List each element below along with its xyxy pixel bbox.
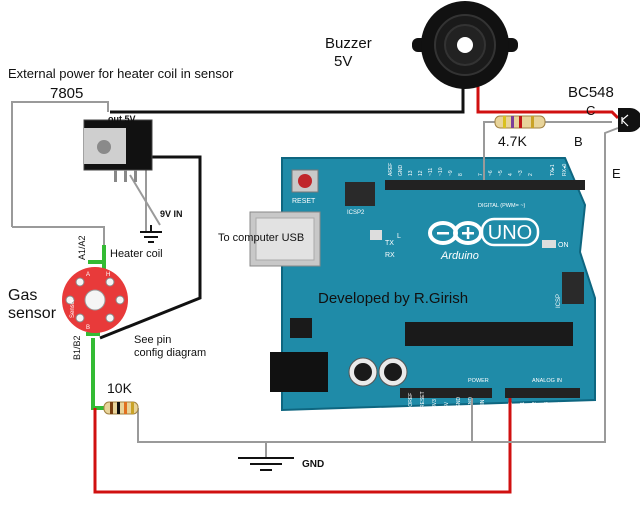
reset-label: RESET xyxy=(292,198,316,205)
buzzer-label: Buzzer xyxy=(325,35,372,52)
capacitor-1 xyxy=(354,363,372,381)
icsp-header xyxy=(562,272,584,304)
svg-text:A1: A1 xyxy=(520,402,526,408)
tx-label: TX xyxy=(385,240,394,247)
reset-button-cap[interactable] xyxy=(298,174,312,188)
nine-v-in-label: 9V IN xyxy=(160,209,183,219)
gas-sensor: Sensor A B H xyxy=(62,267,128,333)
led-l xyxy=(370,230,382,240)
wire-9v-to-sensor xyxy=(99,155,202,340)
see-pin-label-line1: See pin xyxy=(134,334,171,346)
svg-text:~3: ~3 xyxy=(518,170,524,176)
svg-text:13: 13 xyxy=(408,170,414,176)
svg-text:VIN: VIN xyxy=(480,399,486,408)
svg-text:3V3: 3V3 xyxy=(432,399,438,408)
svg-text:5V: 5V xyxy=(444,401,450,408)
analog-header xyxy=(505,388,580,398)
svg-text:AREF: AREF xyxy=(388,163,394,176)
rx-label: RX xyxy=(385,252,395,259)
gas-sensor-label-line2: sensor xyxy=(8,305,57,322)
transistor-label: BC548 xyxy=(568,84,614,101)
buzzer-icon xyxy=(412,1,518,89)
out5v-label: out 5V xyxy=(108,114,136,124)
svg-text:~9: ~9 xyxy=(448,170,454,176)
wire-to-a0 xyxy=(93,398,512,494)
svg-text:RX◂0: RX◂0 xyxy=(562,164,568,176)
svg-text:GND: GND xyxy=(398,165,404,177)
wire-5v-to-buzzer xyxy=(110,85,465,114)
wire-buzzer-to-collector xyxy=(476,85,620,120)
power-header xyxy=(400,388,492,398)
pin-c-label: C xyxy=(586,103,595,118)
svg-text:8: 8 xyxy=(458,173,464,176)
svg-text:TX▸1: TX▸1 xyxy=(550,164,556,176)
l-label: L xyxy=(397,233,401,240)
computer-usb-label: To computer USB xyxy=(218,232,304,244)
wire-pin7-to-resistor xyxy=(483,121,495,180)
resistor-10k xyxy=(103,401,139,415)
svg-text:~6: ~6 xyxy=(488,170,494,176)
wire-ground-rail xyxy=(137,127,619,443)
svg-text:B: B xyxy=(86,325,90,331)
icsp2-label: ICSP2 xyxy=(347,210,365,216)
on-label: ON xyxy=(558,242,569,249)
heater-coil-label: Heater coil xyxy=(110,248,163,260)
buzzer-voltage-label: 5V xyxy=(334,53,352,70)
arduino-brand: Arduino xyxy=(440,250,479,262)
svg-text:A: A xyxy=(86,272,90,278)
external-power-label: External power for heater coil in sensor xyxy=(8,66,234,81)
arduino-uno-board: UNO Arduino RESET ICSP2 ICSP TX RX ON L … xyxy=(249,157,596,412)
analog-label: ANALOG IN xyxy=(532,378,562,384)
resistor-4k7 xyxy=(494,115,546,129)
svg-text:A3: A3 xyxy=(544,402,550,408)
dc-jack[interactable] xyxy=(270,352,328,392)
uno-badge xyxy=(480,217,540,247)
svg-text:~5: ~5 xyxy=(498,170,504,176)
svg-text:Sensor: Sensor xyxy=(70,299,76,318)
ground-icon-regulator xyxy=(140,225,162,243)
svg-text:A2: A2 xyxy=(532,402,538,408)
pin-b-label: B xyxy=(574,134,583,149)
power-label: POWER xyxy=(468,378,489,384)
wire-sensor-to-10k xyxy=(91,338,108,410)
svg-text:~10: ~10 xyxy=(438,167,444,176)
capacitor-2 xyxy=(384,363,402,381)
see-pin-label-line2: config diagram xyxy=(134,347,206,359)
pins-b-label: B1/B2 xyxy=(72,335,82,360)
gnd-label: GND xyxy=(302,459,324,470)
digital-pin-labels: AREF GND 13 12 ~11 ~10 ~9 8 7 ~6 ~5 4 ~3… xyxy=(388,163,568,176)
icsp2-header xyxy=(345,182,375,206)
ground-icon-main xyxy=(238,457,294,471)
microcontroller-chip xyxy=(405,322,573,346)
wire-regulator-left xyxy=(11,101,109,227)
gas-sensor-label-line1: Gas xyxy=(8,287,37,304)
svg-text:RESET: RESET xyxy=(420,391,426,408)
svg-text:A5: A5 xyxy=(568,402,574,408)
svg-text:4: 4 xyxy=(508,173,514,176)
resistor-10k-label: 10K xyxy=(107,380,133,396)
pin-e-label: E xyxy=(612,166,621,181)
voltage-regulator-7805 xyxy=(83,119,153,182)
led-on xyxy=(542,240,556,248)
svg-text:2: 2 xyxy=(528,173,534,176)
pins-a-label: A1/A2 xyxy=(77,235,87,260)
digital-header xyxy=(385,180,585,190)
svg-text:7: 7 xyxy=(478,173,484,176)
transistor-bc548-icon xyxy=(618,108,640,132)
resistor-4k7-label: 4.7K xyxy=(498,133,527,149)
wire-regulator-to-heater xyxy=(12,226,105,245)
svg-text:~11: ~11 xyxy=(428,168,434,176)
digital-label: DIGITAL (PWM= ~) xyxy=(478,203,526,209)
board-regulator xyxy=(290,318,312,338)
uno-label: UNO xyxy=(488,222,532,244)
svg-text:GND: GND xyxy=(456,397,462,409)
developed-by-label: Developed by R.Girish xyxy=(318,290,468,307)
svg-text:12: 12 xyxy=(418,170,424,176)
svg-text:A4: A4 xyxy=(556,402,562,408)
icsp-label: ICSP xyxy=(556,294,562,308)
svg-text:IOREF: IOREF xyxy=(408,393,414,408)
regulator-label: 7805 xyxy=(50,85,83,102)
svg-text:H: H xyxy=(106,272,110,278)
